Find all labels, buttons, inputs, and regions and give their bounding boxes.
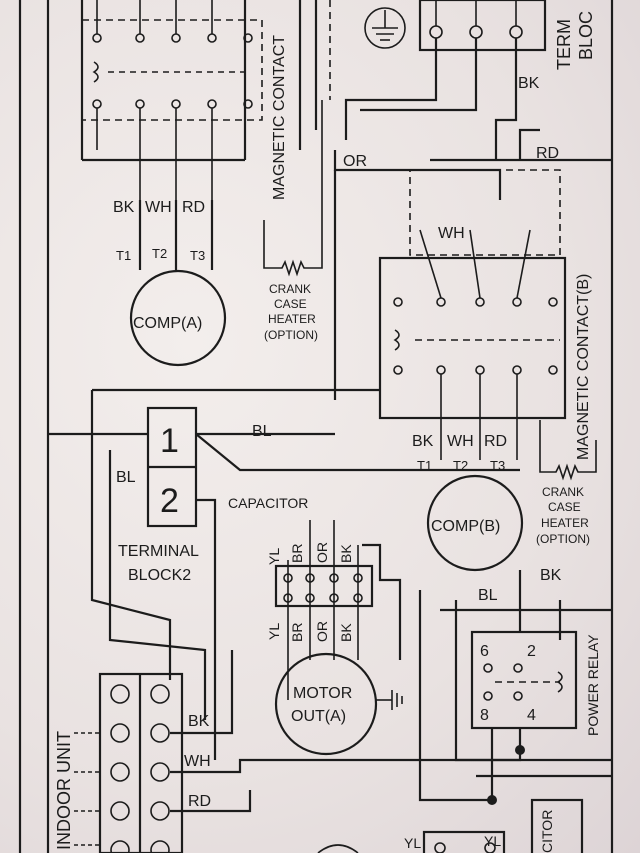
comp-a-t3: T3 <box>190 248 205 263</box>
crank-b-line2: CASE <box>548 500 581 514</box>
power-relay: 6 2 8 4 POWER RELAY BK BL <box>418 567 612 805</box>
wire-label-bl-right: BL <box>478 587 498 604</box>
comp-b-lead-wh: WH <box>447 433 474 450</box>
relay-term-2: 2 <box>527 643 536 660</box>
terminal-block2-label2: BLOCK2 <box>128 567 191 584</box>
relay-term-4: 4 <box>527 707 536 724</box>
indoor-unit-label: INDOOR UNIT <box>54 731 74 850</box>
wire-label-rd-top: RD <box>536 145 559 162</box>
cap-lead-top-yl: YL <box>266 548 282 565</box>
cap-lead-top-br: BR <box>289 544 305 563</box>
terminal-block-top-label2: BLOC <box>576 11 596 60</box>
magnetic-contact-a: MAGNETIC CONTACT <box>80 0 288 200</box>
indoor-unit-terminals: BK WH RD INDOOR UNIT <box>54 650 612 853</box>
magnetic-contact-a-label: MAGNETIC CONTACT <box>271 35 288 200</box>
comp-a-t2: T2 <box>152 246 167 261</box>
frame-lines <box>18 0 614 853</box>
terminal-block2-term1: 1 <box>160 422 179 460</box>
comp-a-lead-wh: WH <box>145 199 172 216</box>
comp-a-t1: T1 <box>116 248 131 263</box>
wire-label-or-top: OR <box>343 153 367 170</box>
wire-label-wh-indoor: WH <box>184 753 211 770</box>
crank-a-line4: (OPTION) <box>264 328 318 342</box>
crank-a-line2: CASE <box>274 297 307 311</box>
cap-lead-top-bk: BK <box>338 544 354 563</box>
capacitor-label: CAPACITOR <box>228 495 308 511</box>
terminal-block-top-label1: TERM <box>554 19 574 70</box>
comp-a-label: COMP(A) <box>133 315 202 332</box>
wire-label-rd-indoor: RD <box>188 793 211 810</box>
top-right-wiring: BK OR RD <box>298 0 612 400</box>
bottom-components: YL YL CITOR <box>317 798 584 853</box>
capacitor: CAPACITOR YL BR OR BK YL BR OR BK <box>228 495 402 700</box>
comp-a-lead-bk: BK <box>113 199 135 216</box>
cap-lead-bottom-or: OR <box>314 621 330 642</box>
wire-label-wh-b: WH <box>438 225 465 242</box>
crank-b-line4: (OPTION) <box>536 532 590 546</box>
comp-b-label: COMP(B) <box>431 518 500 535</box>
motor-label1: MOTOR <box>293 685 352 702</box>
cap-lead-top-or: OR <box>314 542 330 563</box>
relay-term-8: 8 <box>480 707 489 724</box>
wire-label-yl-bottom-1: YL <box>404 835 421 851</box>
crank-a-line3: HEATER <box>268 312 316 326</box>
magnetic-contact-b: WH MAGNETIC CONTACT(B) <box>378 169 592 460</box>
motor-label2: OUT(A) <box>291 708 346 725</box>
magnetic-contact-b-label: MAGNETIC CONTACT(B) <box>575 274 592 460</box>
motor-out-a: MOTOR OUT(A) <box>274 652 403 756</box>
comp-a: BK WH RD T1 T2 T3 COMP(A) <box>113 199 227 367</box>
cap-lead-bottom-bk: BK <box>338 623 354 642</box>
crank-b-line1: CRANK <box>542 485 584 499</box>
wire-label-yl-bottom-2: YL <box>484 833 501 849</box>
comp-b-lead-rd: RD <box>484 433 507 450</box>
crank-b-line3: HEATER <box>541 516 589 530</box>
wire-label-bk-top: BK <box>518 75 540 92</box>
power-relay-label: POWER RELAY <box>585 634 601 736</box>
terminal-block2-label1: TERMINAL <box>118 543 199 560</box>
comp-b-lead-bk: BK <box>412 433 434 450</box>
terminal-block2-term2: 2 <box>160 482 179 520</box>
wire-label-bk-indoor: BK <box>188 713 210 730</box>
bottom-capacitor-label: CITOR <box>539 810 555 853</box>
relay-term-6: 6 <box>480 643 489 660</box>
crank-heater-a: CRANK CASE HEATER (OPTION) <box>263 100 323 342</box>
wire-label-bl-mid: BL <box>252 423 272 440</box>
wire-label-bl-left: BL <box>116 469 136 486</box>
comp-a-lead-rd: RD <box>182 199 205 216</box>
cap-lead-bottom-yl: YL <box>266 623 282 640</box>
cap-lead-bottom-br: BR <box>289 623 305 642</box>
terminal-block2: 1 2 TERMINAL BLOCK2 BL BL <box>48 388 520 760</box>
terminal-block-top: TERM BLOC <box>364 0 596 70</box>
crank-a-line1: CRANK <box>269 282 311 296</box>
wire-label-bk-right: BK <box>540 567 562 584</box>
crank-heater-b: CRANK CASE HEATER (OPTION) <box>536 420 597 546</box>
comp-b: BK WH RD T1 T2 T3 COMP(B) <box>412 433 524 572</box>
